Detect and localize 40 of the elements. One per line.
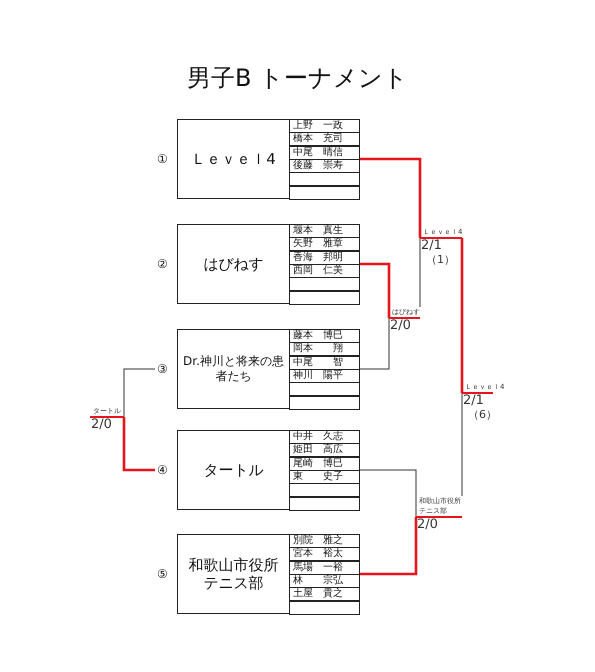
seed-number: ② — [157, 257, 168, 271]
player-name: 矢野 雅章 — [289, 237, 360, 252]
match-score: 2/1 — [420, 239, 443, 253]
match-score: 2/0 — [90, 418, 113, 432]
team-name-box: 和歌山市役所テニス部 — [177, 534, 290, 614]
team-name-box: Dr.神川と将来の患者たち — [177, 329, 290, 409]
team-name-box: Ｌｅｖｅｌ4 — [177, 119, 290, 199]
player-name: 岡本 翔 — [289, 342, 360, 356]
match-score: 2/0 — [416, 518, 439, 532]
player-name: 別院 雅之 — [289, 534, 360, 548]
bracket-line — [360, 516, 418, 576]
player-name: 尾崎 博巳 — [289, 456, 360, 471]
player-name: 橋本 充司 — [289, 132, 360, 146]
player-name: 中井 久志 — [289, 430, 360, 444]
seed-number: ③ — [157, 362, 168, 376]
player-name: 馬場 一裕 — [289, 560, 360, 575]
player-name: 香海 邦明 — [289, 250, 360, 265]
player-name: 中尾 智 — [289, 356, 360, 370]
bracket-line — [360, 158, 422, 240]
bracket-line — [360, 262, 390, 320]
seed-number: ④ — [157, 463, 168, 477]
match-note: （1） — [425, 253, 456, 267]
player-name: 堰本 真生 — [289, 224, 360, 238]
seed-number: ⑤ — [157, 567, 168, 581]
player-name: 藤本 博巳 — [289, 329, 360, 343]
player-name: 中尾 晴信 — [289, 146, 360, 160]
player-name: 土屋 貴之 — [289, 587, 360, 602]
bracket-line — [122, 416, 155, 472]
team-name-box: はびねす — [177, 224, 290, 304]
match-note: （6） — [467, 408, 498, 422]
bracket-line — [360, 318, 390, 370]
team-name-box: タートル — [177, 430, 290, 510]
seed-number: ① — [157, 152, 168, 166]
player-name: 上野 一政 — [289, 119, 360, 133]
bracket-line — [360, 470, 416, 518]
diagram-title: 男子B トーナメント — [186, 63, 410, 94]
bracket-line — [460, 236, 464, 394]
match-score: 2/0 — [389, 319, 412, 333]
match-score: 2/1 — [462, 394, 485, 408]
bracket-line — [124, 368, 156, 418]
